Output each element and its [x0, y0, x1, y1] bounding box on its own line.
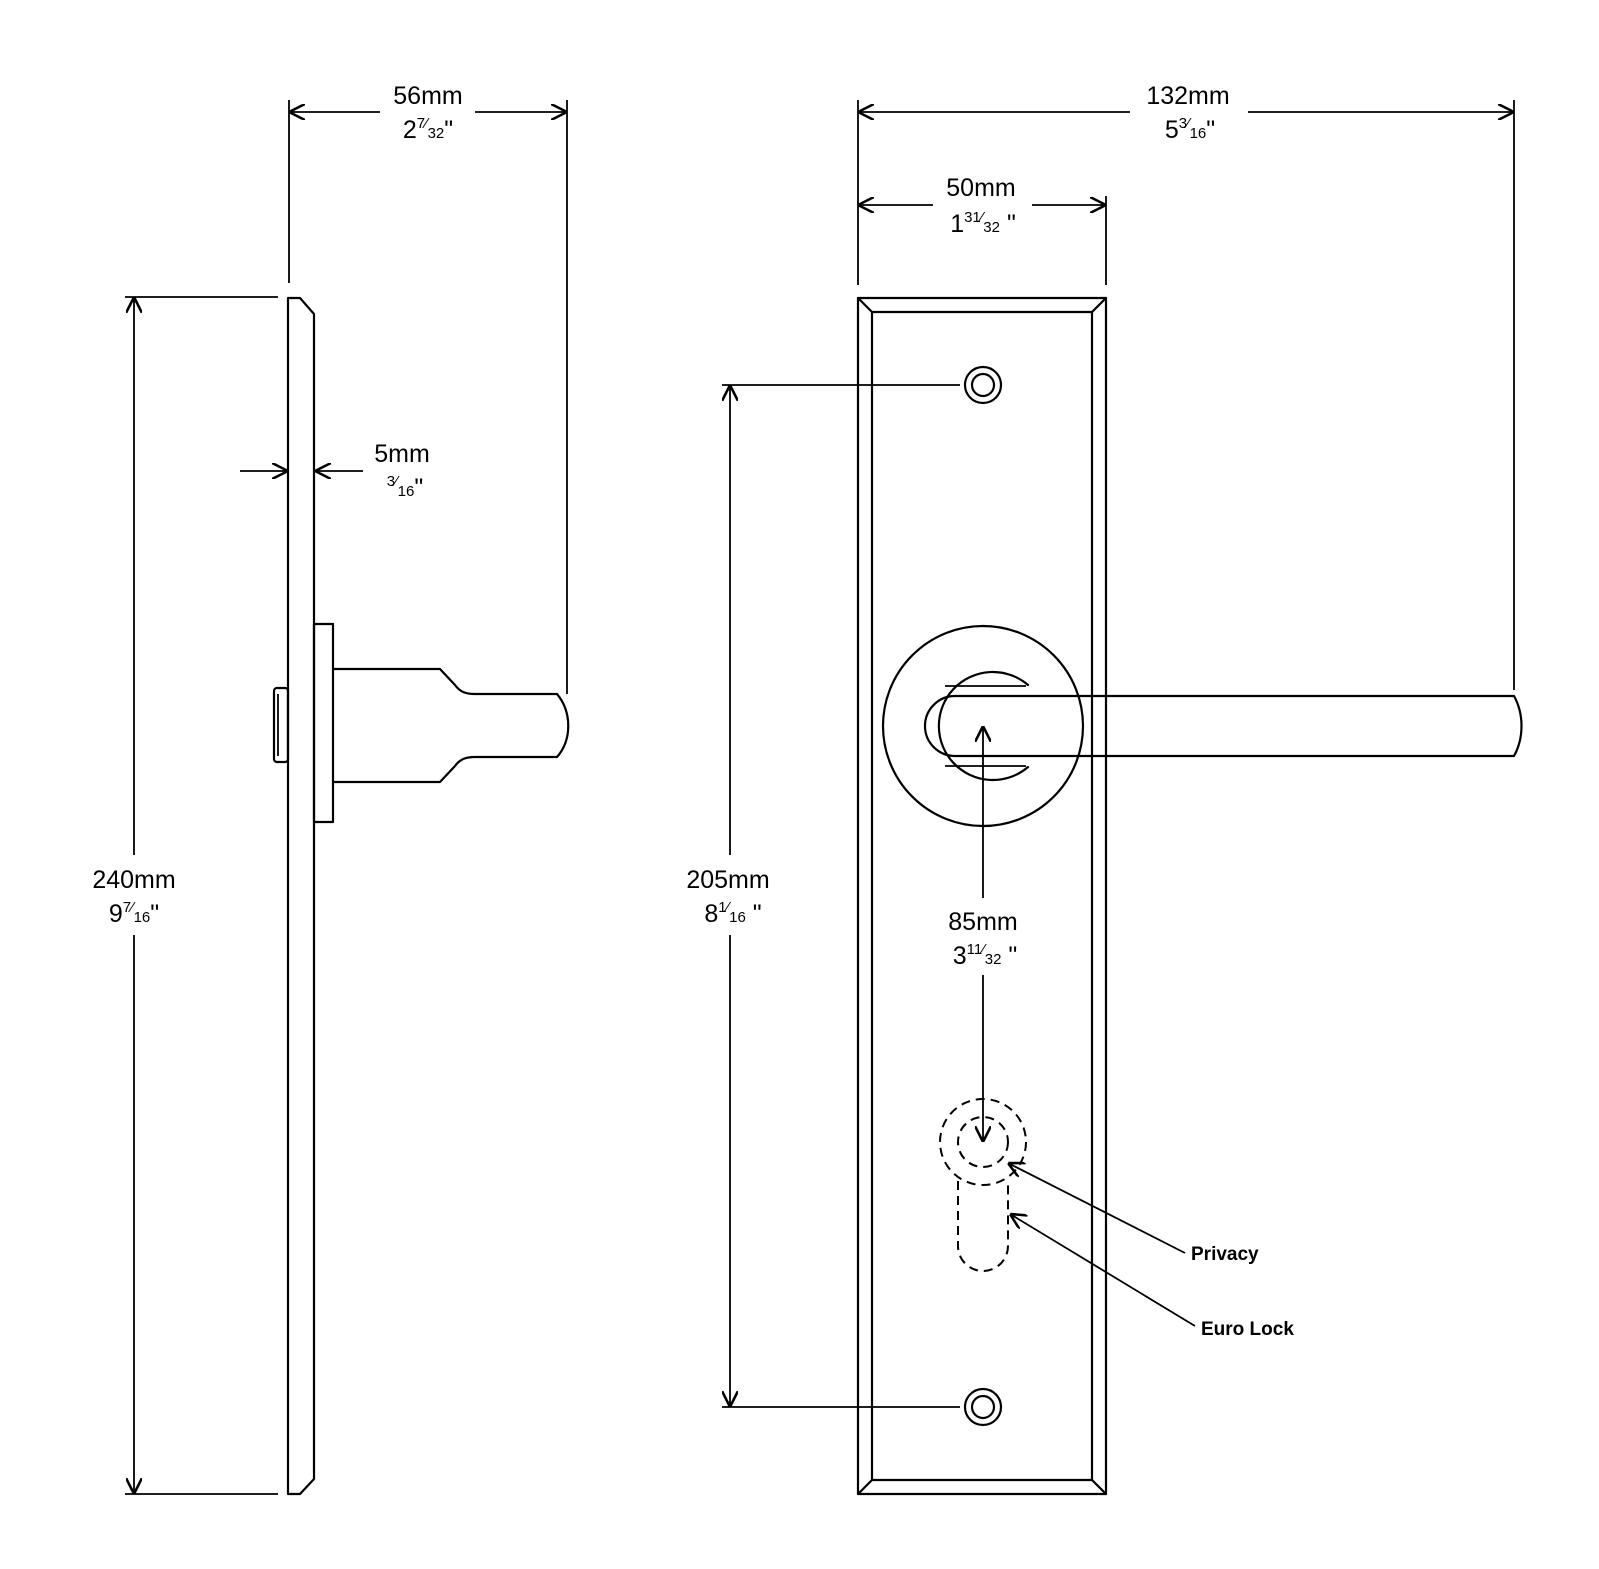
dimension-240mm: 240mm 97⁄16"	[92, 296, 278, 1495]
side-view: 56mm 27⁄32" 5mm 3⁄16" 240mm 97⁄16"	[92, 82, 570, 1496]
side-backplate	[286, 296, 316, 1496]
side-lever	[331, 667, 570, 784]
dim-240mm-label: 240mm	[92, 866, 175, 894]
dimension-132mm: 132mm 53⁄16"	[857, 82, 1515, 690]
dim-132mm-label: 132mm	[1146, 82, 1229, 110]
top-fixing-hole	[963, 365, 1003, 405]
dim-240mm-inch: 97⁄16"	[109, 899, 159, 928]
front-lever	[923, 694, 1523, 758]
dim-132mm-inch: 53⁄16"	[1165, 115, 1215, 144]
dimension-5mm: 5mm 3⁄16"	[240, 440, 430, 502]
bottom-fixing-hole	[963, 1387, 1003, 1427]
dim-56mm-inch: 27⁄32"	[403, 115, 453, 144]
dimension-85mm: 85mm 311⁄32 "	[948, 726, 1018, 1142]
side-turn-knob	[272, 686, 290, 764]
dim-85mm-inch: 311⁄32 "	[953, 941, 1018, 970]
dim-5mm-label: 5mm	[374, 440, 430, 468]
dim-50mm-inch: 131⁄32 "	[950, 209, 1016, 238]
dim-205mm-label: 205mm	[686, 866, 769, 894]
callout-euro-lock: Euro Lock	[1010, 1214, 1294, 1340]
callout-privacy-label: Privacy	[1191, 1244, 1259, 1265]
callout-euro-lock-label: Euro Lock	[1201, 1319, 1294, 1340]
dim-56mm-label: 56mm	[393, 82, 462, 110]
dim-85mm-label: 85mm	[948, 908, 1017, 936]
dim-50mm-label: 50mm	[946, 174, 1015, 202]
dimension-56mm: 56mm 27⁄32"	[288, 82, 568, 694]
front-backplate-outer	[856, 296, 1108, 1496]
dimension-50mm: 50mm 131⁄32 "	[858, 174, 1107, 285]
side-rose	[312, 622, 335, 824]
front-backplate-inner	[870, 310, 1094, 1482]
front-rose-inner	[937, 670, 1030, 782]
dim-205mm-inch: 81⁄16 "	[704, 899, 761, 928]
callout-privacy: Privacy	[1008, 1163, 1259, 1265]
dim-5mm-inch: 3⁄16"	[387, 473, 423, 502]
dimension-205mm: 205mm 81⁄16 "	[686, 384, 960, 1408]
front-view: 132mm 53⁄16" 50mm 131⁄32 " 205mm 81⁄16 "…	[686, 82, 1523, 1496]
